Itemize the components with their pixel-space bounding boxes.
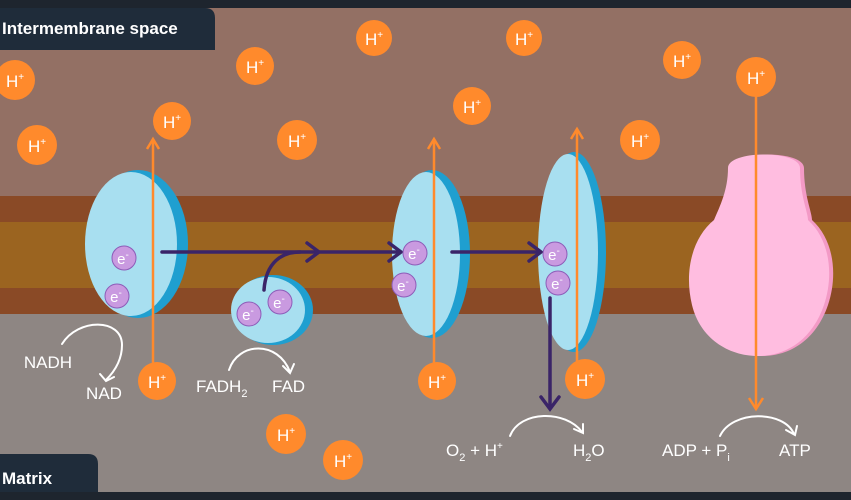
adp-to-atp-arrow [719, 415, 795, 437]
top-frame-bar [0, 0, 851, 8]
proton: H+ [266, 414, 306, 454]
electron: e- [391, 272, 417, 298]
svg-text:e-: e- [551, 275, 563, 293]
svg-text:H+: H+ [334, 452, 352, 471]
bottom-frame-bar [0, 492, 851, 500]
proton: H+ [453, 87, 491, 125]
matrix-region [0, 314, 851, 492]
oxygen-label: O2 + H+ [446, 441, 503, 464]
svg-text:e-: e- [408, 245, 420, 263]
complex-iv [538, 152, 606, 352]
svg-text:H+: H+ [747, 69, 765, 88]
svg-text:e-: e- [242, 306, 254, 324]
proton-pump-arrows [145, 95, 765, 412]
svg-text:e-: e- [548, 246, 560, 264]
nad-label: NAD [86, 384, 122, 403]
proton: H+ [663, 41, 701, 79]
electron: e- [545, 270, 571, 296]
proton: H+ [0, 60, 35, 100]
svg-text:e-: e- [397, 277, 409, 295]
nadh-label: NADH [24, 353, 72, 372]
electron: e- [542, 241, 568, 267]
svg-text:H+: H+ [6, 72, 24, 91]
fad-label: FAD [272, 377, 305, 396]
adp-label: ADP + Pi [662, 441, 730, 464]
nadh-to-nad-arrow [61, 323, 124, 381]
svg-text:H+: H+ [463, 98, 481, 117]
matrix-label: Matrix [0, 454, 98, 496]
fadh2-to-fad-arrow [228, 347, 291, 373]
water-label: H2O [573, 441, 605, 464]
svg-text:H+: H+ [288, 132, 306, 151]
atp-synthase [688, 154, 834, 356]
proton: H+ [736, 57, 776, 97]
proton: H+ [356, 20, 392, 56]
svg-text:H+: H+ [246, 58, 264, 77]
complex-i [85, 170, 188, 318]
reaction-arrows [61, 323, 798, 437]
svg-text:H+: H+ [576, 371, 594, 390]
svg-text:e-: e- [273, 294, 285, 312]
electron: e- [111, 245, 137, 271]
svg-text:H+: H+ [277, 426, 295, 445]
electron: e- [236, 301, 262, 327]
svg-text:H+: H+ [515, 30, 533, 49]
svg-text:H+: H+ [163, 113, 181, 132]
proton: H+ [565, 359, 605, 399]
svg-text:e-: e- [117, 250, 129, 268]
svg-text:H+: H+ [428, 373, 446, 392]
svg-text:e-: e- [110, 288, 122, 306]
svg-text:H+: H+ [673, 52, 691, 71]
electron: e- [104, 283, 130, 309]
proton: H+ [138, 362, 176, 400]
svg-text:Matrix: Matrix [2, 469, 53, 488]
fadh2-label: FADH2 [196, 377, 247, 400]
proton: H+ [153, 102, 191, 140]
svg-text:H+: H+ [148, 373, 166, 392]
svg-text:H+: H+ [631, 132, 649, 151]
proton: H+ [620, 120, 660, 160]
svg-text:Intermembrane space: Intermembrane space [2, 19, 178, 38]
proton: H+ [277, 120, 317, 160]
electron: e- [402, 240, 428, 266]
svg-text:H+: H+ [28, 137, 46, 156]
svg-text:H+: H+ [365, 30, 383, 49]
proton: H+ [236, 47, 274, 85]
intermembrane-space-label: Intermembrane space [0, 8, 215, 50]
proton: H+ [418, 362, 456, 400]
proton: H+ [506, 20, 542, 56]
atp-label: ATP [779, 441, 811, 460]
electron-transfer-path [160, 241, 561, 412]
electron: e- [267, 289, 293, 315]
proton: H+ [323, 440, 363, 480]
oxygen-to-water-arrow [509, 415, 583, 437]
proton: H+ [17, 125, 57, 165]
